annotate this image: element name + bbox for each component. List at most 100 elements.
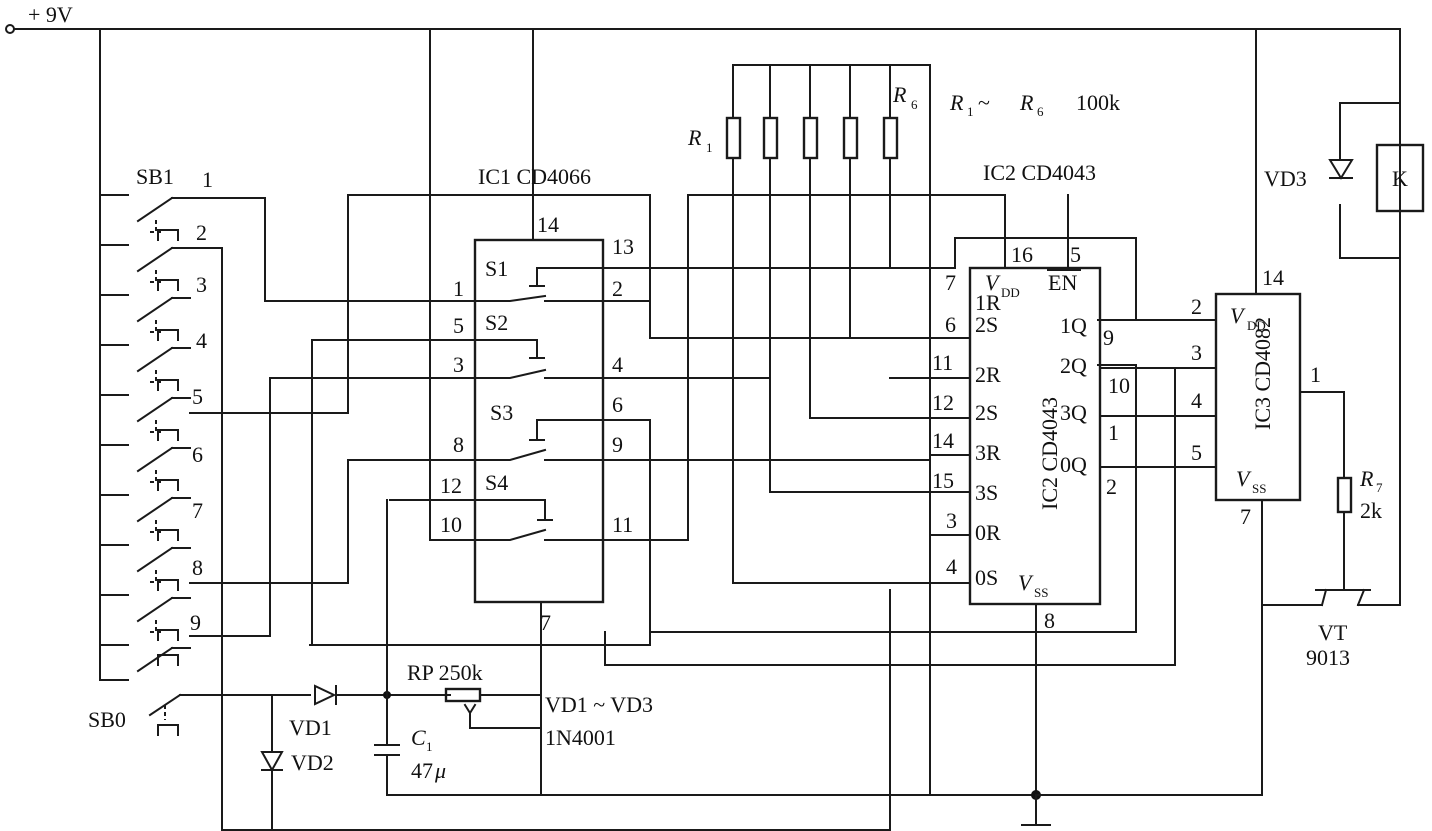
r-spec-a: R (949, 90, 964, 115)
ic2-pin-12: 12 (932, 390, 954, 415)
ic1-switch-s3: S3 (490, 400, 513, 425)
c1-value: 47 (411, 758, 433, 783)
ic2-pin-5: 5 (1070, 242, 1081, 267)
ic2-output-0q: 0Q (1060, 452, 1087, 477)
ic3-pin-1: 1 (1310, 362, 1321, 387)
ic1-switch-s4: S4 (485, 470, 508, 495)
ic1-pin-5: 5 (453, 313, 464, 338)
ic2-input-2r: 2R (975, 362, 1001, 387)
ic1-pin-2: 2 (612, 276, 623, 301)
ic3-pin-4: 4 (1191, 388, 1202, 413)
ic2-pin-6: 6 (945, 312, 956, 337)
ic3-pin-5: 5 (1191, 440, 1202, 465)
ic3-body-label-group: IC3 CD4082 (1250, 317, 1275, 430)
switch-number-4: 4 (196, 328, 207, 353)
switch-number-1: 1 (202, 167, 213, 192)
ic2-output-1q: 1Q (1060, 313, 1087, 338)
rp-label: RP 250k (407, 660, 483, 685)
ic2-name: IC2 CD4043 (983, 160, 1096, 185)
ic2-input-0r: 0R (975, 520, 1001, 545)
ic2-input-3s: 3S (975, 480, 998, 505)
r7-sub: 7 (1376, 480, 1383, 495)
ic2-input-3r: 3R (975, 440, 1001, 465)
ic1-pin-4: 4 (612, 352, 623, 377)
supply-label: + 9V (28, 2, 73, 27)
ic2-en: EN (1048, 270, 1077, 295)
switch-2 (136, 246, 223, 291)
ic1-name: IC1 CD4066 (478, 164, 591, 189)
key-wiring (189, 194, 1137, 831)
ic3-pin-7: 7 (1240, 504, 1251, 529)
ic2-pin-1: 1 (1108, 420, 1119, 445)
ic2-input-2s-a: 2S (975, 312, 998, 337)
transistor-vt (1315, 579, 1371, 607)
ic2-pin-10: 10 (1108, 373, 1130, 398)
sb0-label: SB0 (88, 707, 126, 732)
ic2-vdd: V (985, 270, 1001, 295)
ic2-output-2q: 2Q (1060, 353, 1087, 378)
ic2-input-1r: 1R (975, 290, 1001, 315)
ic3-vdd-sub: DD (1247, 318, 1266, 333)
ic1-pin-3: 3 (453, 352, 464, 377)
switch-9-bottom (136, 646, 191, 673)
ic2-pin-14: 14 (932, 428, 954, 453)
keypad-switches: SB1 SB0 1 2 3 4 5 6 7 8 9 (88, 164, 311, 736)
r-spec-b: R (1019, 90, 1034, 115)
ic1-pin-13: 13 (612, 234, 634, 259)
ic3-vss-sub: SS (1252, 481, 1266, 496)
relay-driver: VD3 K R 7 2k VT 9013 (1264, 102, 1425, 670)
ic2-vss-sub: SS (1034, 585, 1048, 600)
switch-5 (136, 396, 191, 441)
ic1-pin-14: 14 (537, 212, 559, 237)
ic2-input-2s-b: 2S (975, 400, 998, 425)
ic1-pin-7: 7 (540, 610, 551, 635)
ic2-pin-9: 9 (1103, 325, 1114, 350)
ic3-pin-14: 14 (1262, 265, 1284, 290)
vd2-label: VD2 (291, 750, 334, 775)
ic2-cd4043: IC2 CD4043 16 5 V DD EN 7 6 11 12 14 15 … (604, 160, 1217, 796)
ic3-vdd: V (1230, 303, 1246, 328)
switch-number-3: 3 (196, 272, 207, 297)
ic3-body-label: IC3 CD4082 (1250, 317, 1275, 430)
ic1-pin-9: 9 (612, 432, 623, 457)
r-spec-a-sub: 1 (967, 104, 974, 119)
c1-sub: 1 (426, 739, 433, 754)
switch-sb1 (136, 196, 266, 241)
vt-model: 9013 (1306, 645, 1350, 670)
switch-7 (136, 496, 191, 541)
switch-number-2: 2 (196, 220, 207, 245)
ic3-vss: V (1236, 466, 1252, 491)
timing-network: RP 250k VD1 VD2 C 1 47 μ VD1 ~ VD3 1N400… (189, 499, 1263, 831)
ic3-cd4082: 14 V DD 2 3 4 5 IC3 CD4082 1 V SS 7 (1191, 265, 1345, 606)
switch-8 (136, 546, 191, 591)
r6-label: R (892, 82, 907, 107)
r6-sub: 6 (911, 97, 918, 112)
c1-unit: μ (434, 758, 446, 783)
r1-label: R (687, 125, 702, 150)
ic1-cd4066: IC1 CD4066 14 13 1 2 5 3 4 6 8 9 12 10 1… (389, 164, 1006, 796)
ic2-vss: V (1018, 570, 1034, 595)
vt-label: VT (1318, 620, 1348, 645)
diode-range-label: VD1 ~ VD3 (545, 692, 653, 717)
r-spec-mid: ~ (978, 90, 990, 115)
r-spec-b-sub: 6 (1037, 104, 1044, 119)
switch-number-9: 9 (190, 610, 201, 635)
ic1-pin-6: 6 (612, 392, 623, 417)
switch-3 (136, 296, 191, 341)
switch-sb0 (148, 693, 311, 736)
ic2-pin-2: 2 (1106, 474, 1117, 499)
ic1-pin-11: 11 (612, 512, 633, 537)
ic3-pin-3: 3 (1191, 340, 1202, 365)
sb1-label: SB1 (136, 164, 174, 189)
ic2-body-label: IC2 CD4043 (1037, 397, 1062, 510)
ic3-pin-2: 2 (1191, 294, 1202, 319)
ic2-pin-8: 8 (1044, 608, 1055, 633)
r1-sub: 1 (706, 140, 713, 155)
switch-number-5: 5 (192, 384, 203, 409)
ic2-pin-3: 3 (946, 508, 957, 533)
ic1-switch-s2: S2 (485, 310, 508, 335)
vd1-label: VD1 (289, 715, 332, 740)
r7-label: R (1359, 466, 1374, 491)
ic2-vdd-sub: DD (1001, 285, 1020, 300)
